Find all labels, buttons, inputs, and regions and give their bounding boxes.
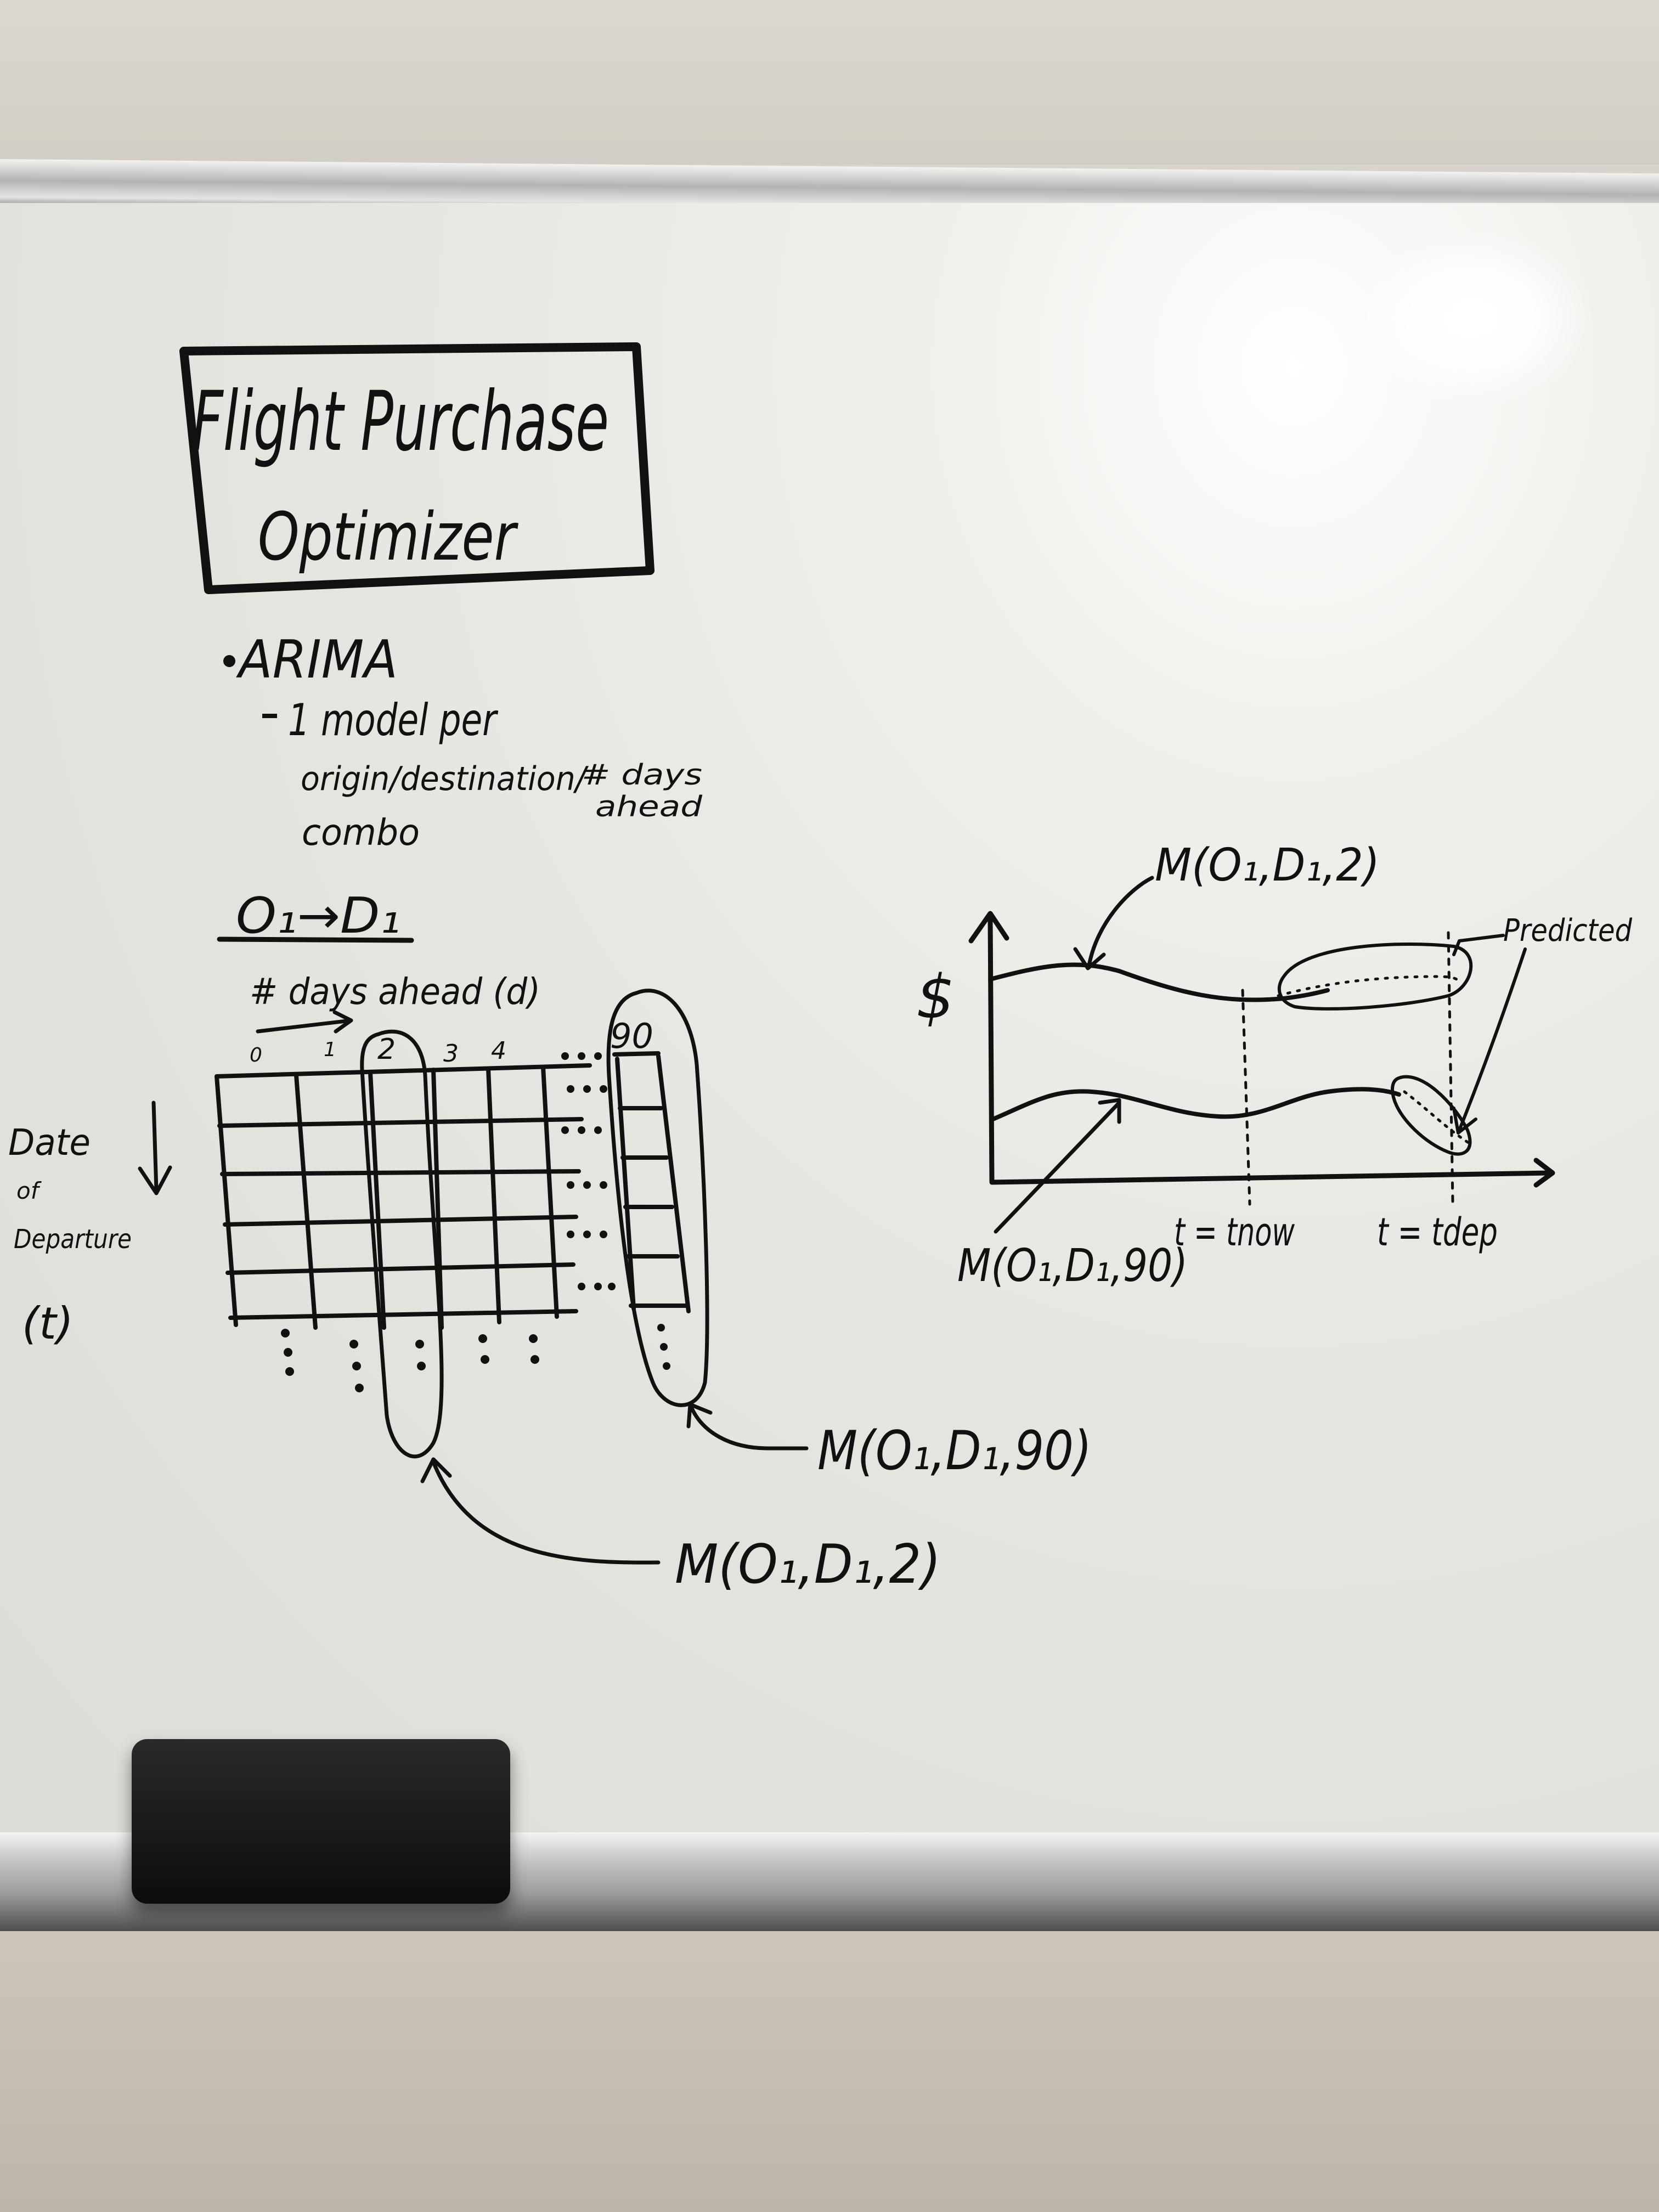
col-label-2: 2 [377, 1033, 396, 1066]
top-predicted-curve [1277, 975, 1458, 997]
bottom-price-curve [991, 1087, 1401, 1121]
col-label-1: 1 [324, 1039, 336, 1061]
days-arrow [256, 1010, 353, 1034]
bullet-arima: ARIMA [235, 630, 398, 690]
t-dep-line [1447, 931, 1454, 1203]
wall-top [0, 0, 1659, 165]
combo-ahead: ahead [595, 791, 703, 823]
days-grid [215, 1063, 592, 1330]
whiteboard [0, 203, 1659, 1843]
graph-top-callout-arrow [1073, 876, 1154, 970]
graph-y-label: $ [916, 962, 955, 1032]
callout-90-arrow [686, 1402, 809, 1451]
graph-bottom-callout-arrow [994, 1098, 1121, 1234]
wall-bottom [0, 1931, 1659, 2212]
graph-bottom-callout: M(O₁,D₁,90) [957, 1240, 1188, 1292]
callout-2-arrow [420, 1457, 661, 1565]
col-label-0: 0 [250, 1044, 262, 1066]
callout-label-90: M(O₁,D₁,90) [817, 1420, 1092, 1482]
title-line-2: Optimizer [258, 499, 518, 575]
price-graph-axes [968, 911, 1555, 1188]
bottom-predicted-loop [1391, 1075, 1472, 1156]
callout-label-2: M(O₁,D₁,2) [675, 1533, 941, 1596]
combo-line-2: combo [302, 811, 420, 854]
combo-days: # days [582, 759, 702, 792]
sub-bullet: 1 model per [288, 695, 499, 746]
grid-ellipsis-dots [281, 1052, 616, 1392]
row-label-date: Date [8, 1121, 91, 1164]
title-line-1: Flight Purchase [192, 374, 609, 470]
light-glare [1361, 230, 1591, 406]
column-2-loop [360, 1029, 444, 1459]
col-label-4: 4 [491, 1037, 506, 1065]
t-now-label: t = tnow [1174, 1210, 1295, 1255]
row-label-of: of [16, 1177, 42, 1204]
route-label: O₁→D₁ [236, 887, 400, 945]
row-label-departure: Departure [14, 1224, 132, 1255]
title-box [179, 342, 654, 594]
graph-top-callout: M(O₁,D₁,2) [1155, 839, 1380, 891]
top-predicted-loop [1277, 942, 1473, 1011]
whiteboard-eraser[interactable] [132, 1739, 510, 1904]
col-label-3: 3 [443, 1040, 459, 1068]
graph-predicted: Predicted [1503, 913, 1632, 949]
combo-line-1: origin/destination/ [301, 760, 589, 798]
column-90-loop [606, 989, 709, 1407]
predicted-arrow-bottom [1452, 947, 1527, 1135]
bullet-dot [223, 655, 235, 667]
top-price-curve [988, 962, 1330, 1002]
t-now-line [1241, 989, 1251, 1206]
route-underline [217, 936, 414, 943]
predicted-arrow-top [1452, 934, 1505, 956]
t-dep-label: t = tdep [1377, 1210, 1498, 1255]
bottom-predicted-curve [1403, 1090, 1472, 1146]
row-label-t: (t) [22, 1298, 74, 1349]
column-90 [612, 1051, 691, 1313]
grid-header: # days ahead (d) [250, 970, 540, 1013]
departure-arrow [138, 1101, 172, 1195]
col-label-90: 90 [610, 1016, 653, 1056]
